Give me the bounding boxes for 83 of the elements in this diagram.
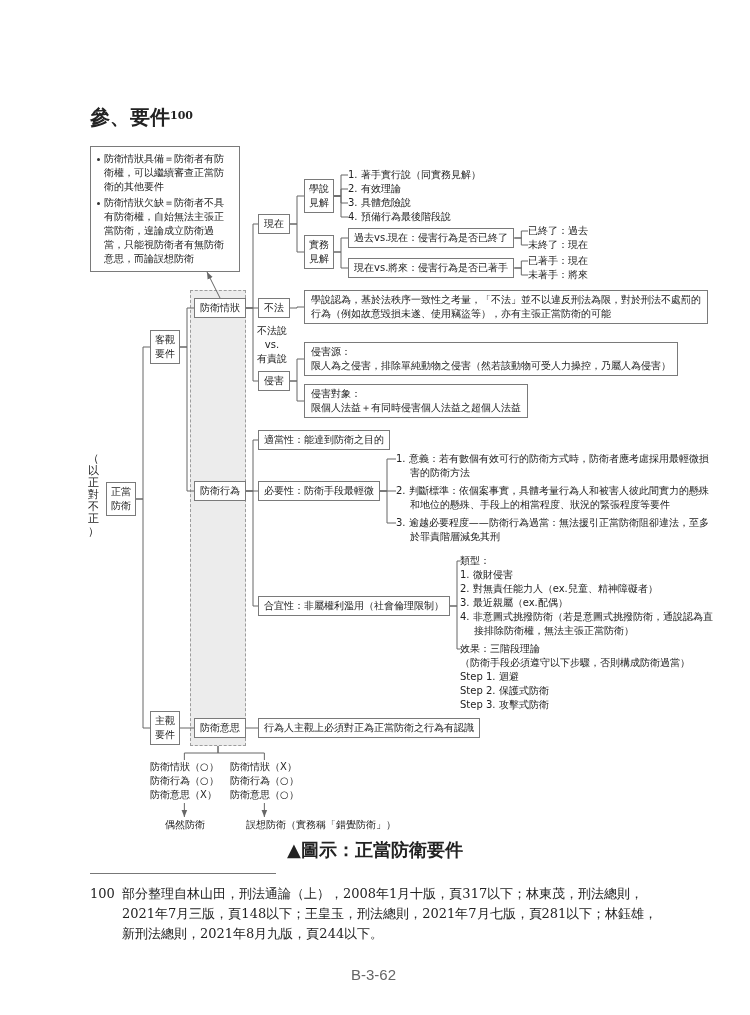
list-item-text: 3. 具體危險說 [348, 196, 411, 210]
arrow [181, 802, 188, 818]
question-box: 過去vs.現在：侵害行為是否已終了 [348, 228, 515, 248]
answer-text: 已著手：現在 [528, 254, 588, 268]
note-text: （防衛手段必須遵守以下步驟，否則構成防衛過當） [460, 656, 690, 670]
term-box: 不法 [258, 298, 290, 318]
list-item-text: 2. 有效理論 [348, 182, 401, 196]
term-box: 主觀要件 [150, 711, 180, 745]
connector-line [179, 727, 195, 729]
figure-caption: ▲圖示：正當防衛要件 [287, 839, 463, 860]
heading-text: 類型： [460, 554, 491, 568]
connector-line [245, 307, 259, 382]
answer-text: 未著手：將來 [528, 268, 588, 282]
list-item-text: 2. 對無責任能力人（ex.兒童、精神障礙者） [460, 582, 658, 596]
arrow [206, 271, 221, 299]
connector-line [449, 605, 461, 650]
term-box: 防衛意思 [194, 718, 246, 738]
list-item-text: 4. 預備行為最後階段說 [348, 210, 451, 224]
question-box: 現在vs.將來：侵害行為是否已著手 [348, 258, 515, 278]
connector-line [135, 498, 151, 729]
section-heading: 參、要件$^{100}$ [90, 104, 193, 130]
list-item-text: Step 3. 攻擊式防衛 [460, 698, 549, 712]
term-box: 適當性：能達到防衛之目的 [258, 430, 390, 450]
term-box: 防衛行為 [194, 481, 246, 501]
term-box: 實務見解 [304, 235, 334, 269]
status-text: 防衛行為（○） [150, 774, 219, 788]
dashed-band [190, 290, 246, 746]
answer-text: 已終了：過去 [528, 224, 588, 238]
page-number: B-3-62 [351, 965, 397, 985]
body-text: 限人為之侵害，排除單純動物之侵害（然若該動物可受人力操控，乃屬人為侵害） [311, 359, 671, 373]
list-item-text: Step 2. 保護式防衛 [460, 684, 549, 698]
heading-text: 效果：三階段理論 [460, 642, 540, 656]
list-item-text: 1. 意義：若有數個有效可行的防衛方式時，防衛者應考慮採用最輕微損害的防衛方法 [396, 452, 712, 480]
note-box [90, 146, 240, 272]
connector-line [179, 346, 195, 492]
connector-line [217, 745, 265, 761]
list-item-text: 3. 逾越必要程度——防衛行為過當：無法援引正當防衛阻卻違法，至多於罪責階層減免其刑 [396, 516, 712, 544]
answer-text: 未終了：現在 [528, 238, 588, 252]
term-box: 客觀要件 [150, 330, 180, 364]
list-item-text: Step 1. 迴避 [460, 670, 519, 684]
description-box: 學說認為，基於法秩序一致性之考量，「不法」並不以違反刑法為限，對於刑法不處罰的行為（例如故意毀損未遂、使用竊盜等），亦有主張正當防衛的可能 [304, 290, 708, 324]
term-box: 正當防衛 [106, 482, 136, 516]
list-item-text: 2. 判斷標準：依個案事實，具體考量行為人和被害人彼此間實力的懸殊和地位的懸殊、手段上的相當程度、狀況的緊張程度等要件 [396, 484, 712, 512]
status-text: 防衛情狀（○） [150, 760, 219, 774]
term-box: 必要性：防衛手段最輕微 [258, 481, 380, 501]
status-text: 防衛意思（○） [230, 788, 299, 802]
connector-line [333, 195, 349, 218]
description-box [304, 342, 678, 376]
connector-line [245, 727, 259, 729]
connector-line [245, 490, 259, 607]
description-box [304, 384, 528, 418]
connector-line [289, 380, 305, 402]
vertical-note-text: （以正對不正） [87, 453, 100, 538]
status-text: 防衛情狀（X） [230, 760, 297, 774]
outcome-text: 偶然防衛 [165, 818, 205, 832]
list-item-text: 1. 微財侵害 [460, 568, 513, 582]
connector-line [513, 237, 529, 246]
body-text: 限個人法益＋有同時侵害個人法益之超個人法益 [311, 401, 521, 415]
arrow [261, 802, 268, 818]
annotation-text: 不法說 vs. 有責說 [256, 324, 288, 366]
term-box: 防衛情狀 [194, 298, 246, 318]
connector-line [289, 306, 305, 309]
connector-line [379, 490, 397, 524]
connector-line [289, 223, 305, 253]
footnote-number: 100 [90, 885, 115, 903]
term-box: 合宜性：非屬權利濫用（社會倫理限制） [258, 596, 450, 616]
connector-line [333, 251, 349, 269]
outcome-text: 誤想防衛（實務稱「錯覺防衛」） [246, 818, 396, 832]
description-box: 行為人主觀上必須對正為正當防衛之行為有認識 [258, 718, 480, 738]
list-item-text: 4. 非意圖式挑撥防衛（若是意圖式挑撥防衛，通說認為直接排除防衛權，無法主張正當防衛） [460, 610, 714, 638]
list-item-text: 1. 著手實行說（同實務見解） [348, 168, 481, 182]
status-text: 防衛意思（X） [150, 788, 217, 802]
note-text: 防衛情狀具備＝防衛者有防衛權，可以繼續審查正當防衛的其他要件 [104, 152, 225, 194]
list-item-text: 3. 最近親屬（ex.配偶） [460, 596, 568, 610]
term-box: 侵害 [258, 371, 290, 391]
heading-text: 侵害對象： [311, 387, 362, 401]
footnote-text: 部分整理自林山田，刑法通論（上），2008年1月十版，頁317以下；林東茂，刑法總則，2021年7月三版，頁148以下；王皇玉，刑法總則，2021年7月七版，頁281以下；林鈺雄，新刑法總則，2021年8月九版，頁244以下。 [122, 885, 659, 943]
connector-line [513, 267, 529, 276]
term-box: 學說見解 [304, 179, 334, 213]
note-text: 防衛情狀欠缺＝防衛者不具有防衛權，自始無法主張正當防衛，遑論成立防衛過當，只能視防衛者有無防衛意思，而論誤想防衛 [104, 196, 225, 266]
term-box: 現在 [258, 214, 290, 234]
heading-text: 侵害源： [311, 345, 352, 359]
status-text: 防衛行為（○） [230, 774, 299, 788]
